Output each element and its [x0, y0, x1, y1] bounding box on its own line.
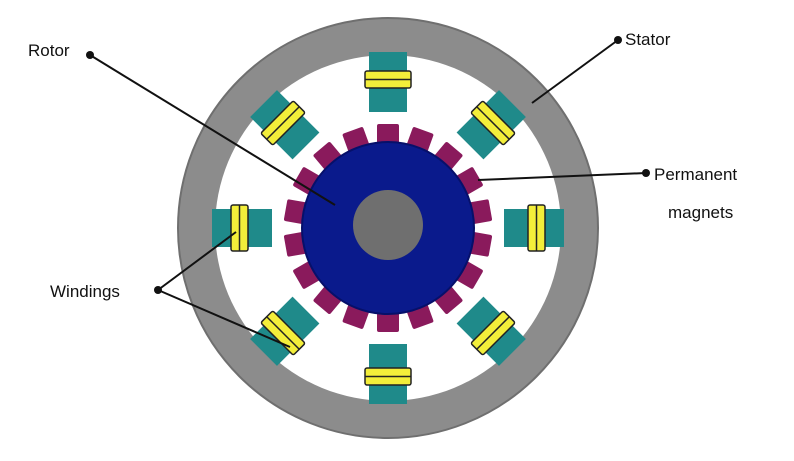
rotor-label: Rotor [28, 41, 70, 60]
stator-pole [364, 344, 412, 404]
stator-pole [504, 204, 564, 252]
stator-label: Stator [625, 30, 671, 49]
windings-leader-line-lower [157, 289, 291, 348]
winding-coil-stripe [266, 316, 300, 350]
rotor-leader-line [89, 54, 336, 206]
rotor-shaft [353, 190, 423, 260]
stator-pole [250, 296, 320, 366]
permanent-magnets-label-line1: Permanent [654, 165, 737, 184]
permanent-magnets-label-line2: magnets [668, 203, 733, 222]
winding-coil-stripe [476, 106, 510, 140]
magnets-leader-dot [642, 169, 650, 177]
magnets-leader-line [477, 172, 647, 181]
rotor-leader-dot [86, 51, 94, 59]
stator-pole [456, 90, 526, 160]
stator-pole [456, 296, 526, 366]
windings-leader-dot [154, 286, 162, 294]
stator-poles [212, 52, 564, 404]
windings-label: Windings [50, 282, 120, 301]
windings-leader-line-upper [157, 231, 237, 291]
winding-coil-stripe [266, 106, 300, 140]
stator-pole [364, 52, 412, 112]
stator-leader-dot [614, 36, 622, 44]
winding-coil-stripe [476, 316, 510, 350]
stator-pole [250, 90, 320, 160]
stator-leader-line [531, 39, 619, 104]
